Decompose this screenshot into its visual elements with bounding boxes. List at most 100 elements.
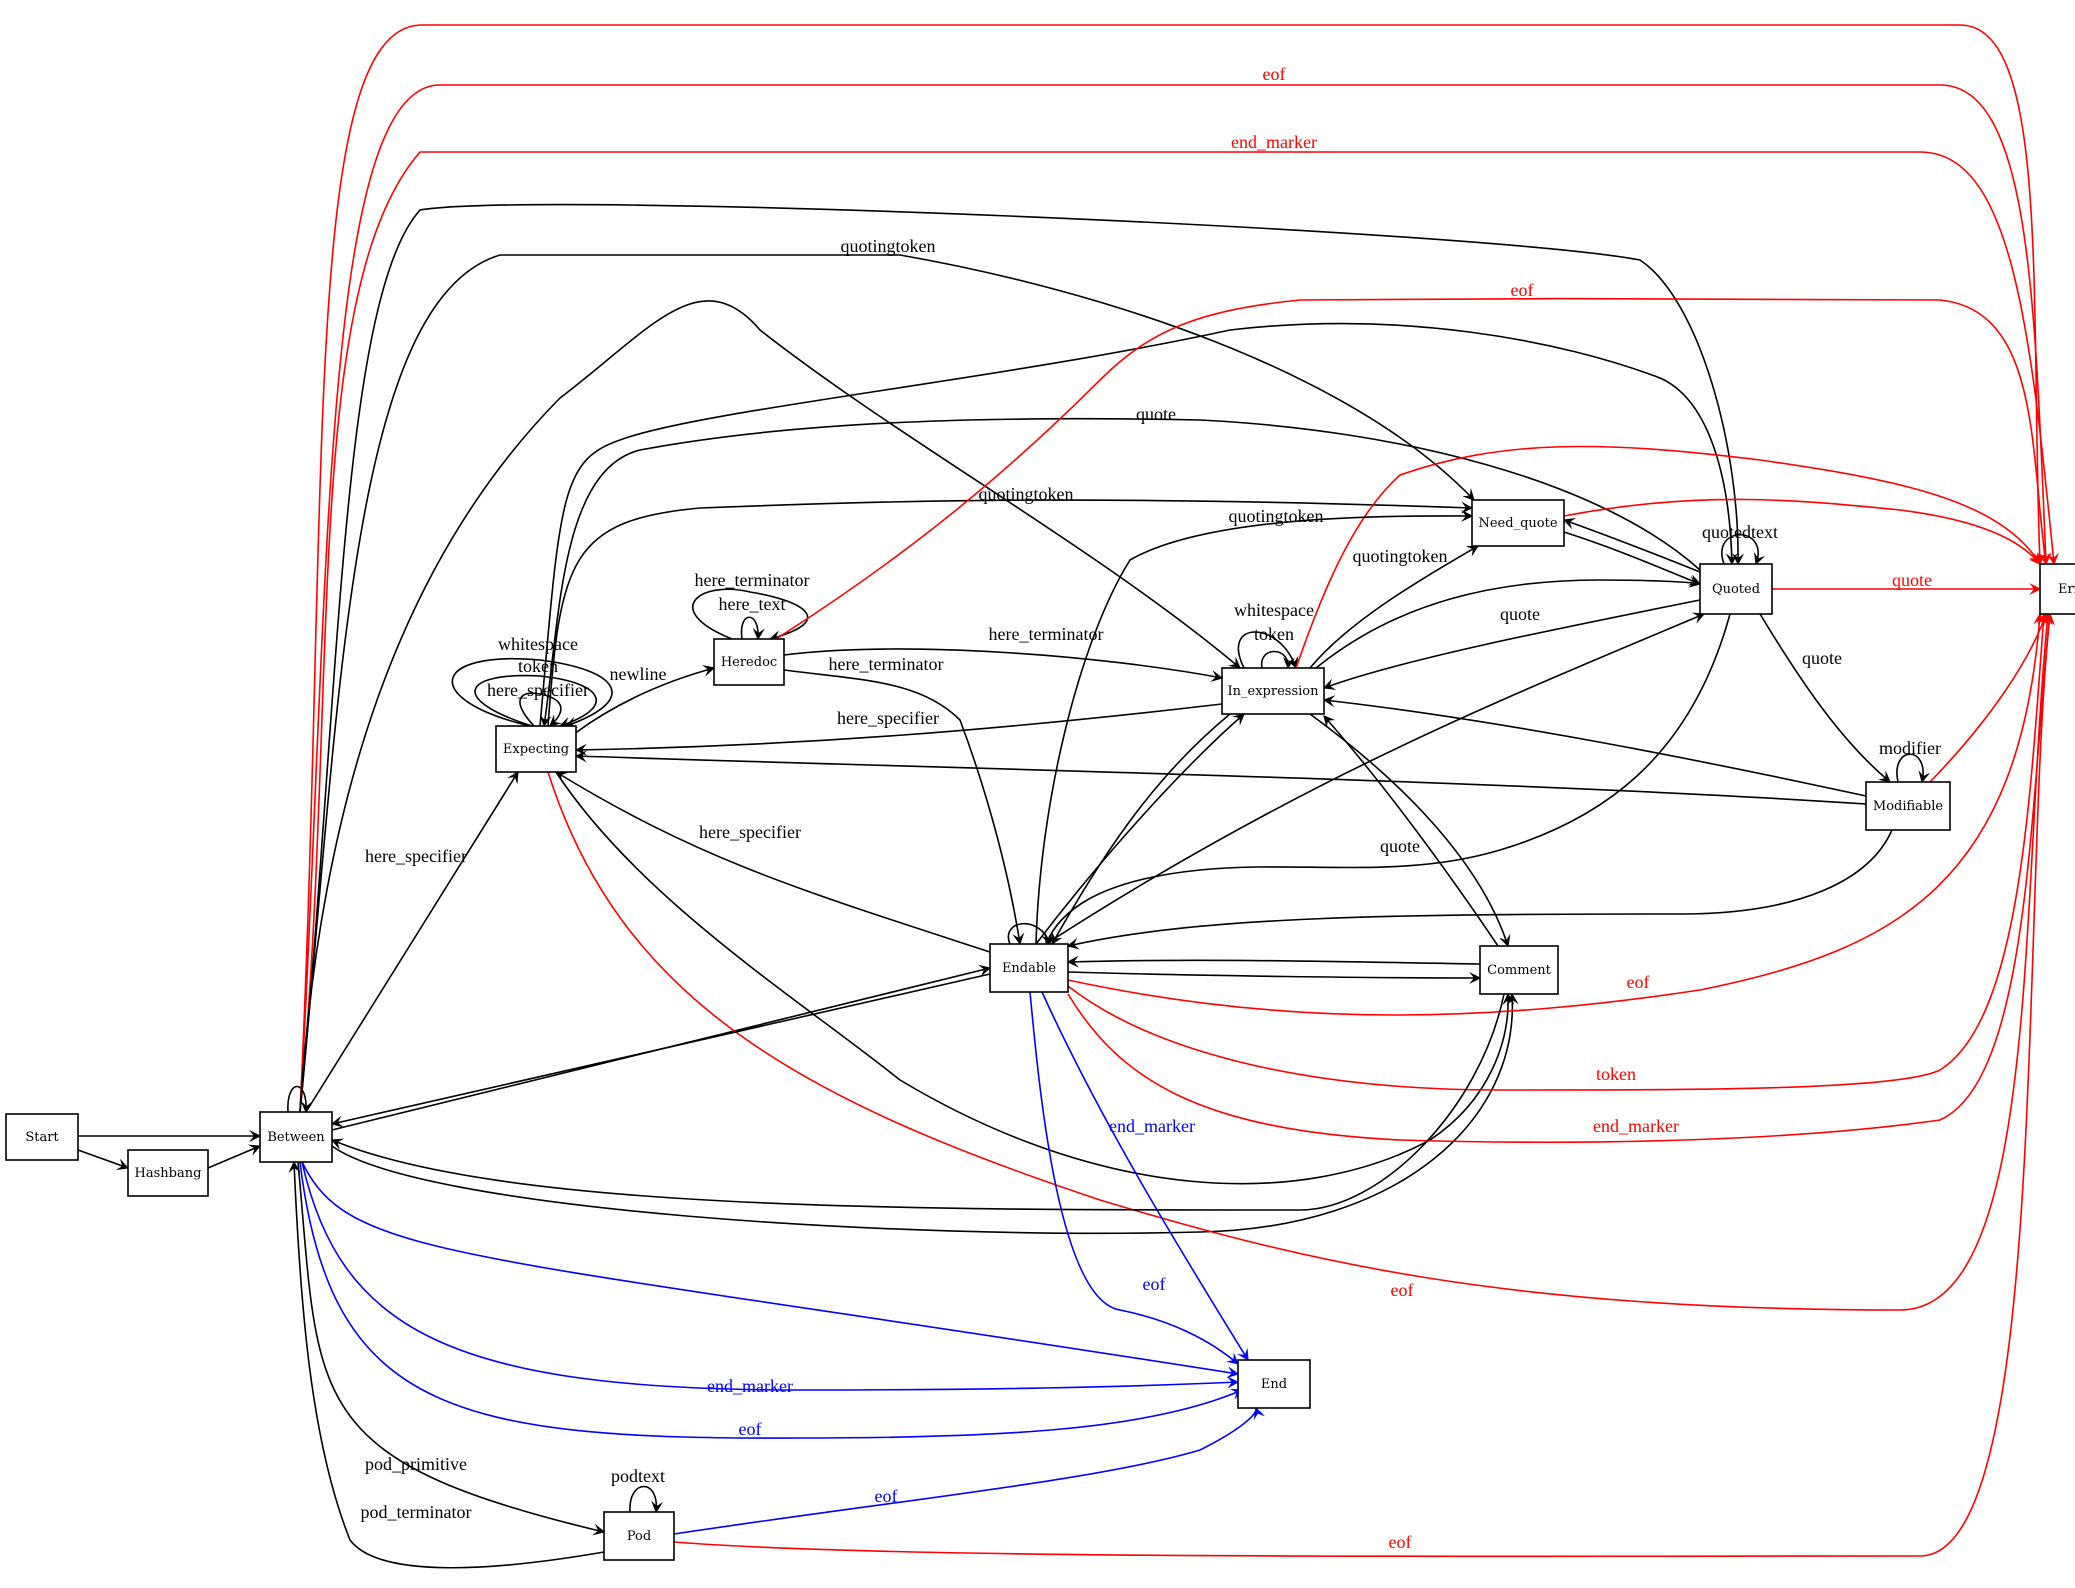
edge-path xyxy=(301,1161,1240,1391)
edge-heredoc-self-text xyxy=(740,616,765,641)
node-pod: Pod xyxy=(603,1511,675,1561)
edge-pod-error xyxy=(673,612,2055,1558)
node-label: Between xyxy=(267,1130,325,1145)
edge-path xyxy=(775,297,2051,640)
edge-between-inexpr xyxy=(299,300,1241,1113)
node-box xyxy=(989,943,1069,993)
edge-path xyxy=(1563,531,1702,586)
edge-label: here_terminator xyxy=(989,624,1104,644)
node-box xyxy=(1237,1359,1311,1409)
edge-path xyxy=(207,1144,262,1169)
edge-path xyxy=(1066,829,1893,950)
node-label: Modifiable xyxy=(1873,799,1944,814)
edge-quoted-self xyxy=(1721,533,1766,566)
edge-label: here_specifier xyxy=(837,708,939,728)
edge-path xyxy=(287,1085,313,1114)
edge-path xyxy=(519,692,563,727)
edge-expecting-self-token xyxy=(474,674,597,729)
edge-label: quotingtoken xyxy=(979,484,1074,504)
edge-heredoc-self-term xyxy=(692,588,809,642)
nodes-layer: StartHashbangBetweenExpectingHeredocIn_e… xyxy=(5,499,2075,1561)
edge-heredoc-error xyxy=(775,297,2051,640)
node-box xyxy=(2039,563,2075,615)
edge-path xyxy=(740,616,765,641)
edge-label: here_terminator xyxy=(829,654,944,674)
node-in-expression: In_expression xyxy=(1221,667,1325,715)
edge-path xyxy=(451,658,613,729)
edge-inexpr-self-ws xyxy=(1237,631,1299,670)
edge-expecting-heredoc xyxy=(573,665,716,735)
node-box xyxy=(1221,667,1325,715)
edge-quoted-expecting xyxy=(539,417,1701,728)
edge-path xyxy=(1067,612,2046,1016)
edge-path xyxy=(1051,713,1231,946)
edge-heredoc-inexpr xyxy=(783,648,1224,682)
edge-path xyxy=(673,612,2055,1558)
node-label: Endable xyxy=(1002,961,1056,976)
edge-label: pod_terminator xyxy=(361,1502,472,1522)
node-modifiable: Modifiable xyxy=(1865,781,1951,831)
edge-path xyxy=(1237,631,1299,670)
edge-endable-error-eof xyxy=(1067,612,2046,1016)
edge-endable-self xyxy=(1007,922,1053,946)
edge-path xyxy=(629,1485,664,1514)
edge-label: newline xyxy=(610,664,667,684)
edge-label: eof xyxy=(1263,64,1286,84)
edge-label: eof xyxy=(1143,1274,1166,1294)
edge-between-expecting xyxy=(305,770,519,1113)
edge-path xyxy=(1029,991,1239,1365)
edge-endable-comment xyxy=(1067,971,1482,984)
edge-endable-expecting xyxy=(554,771,991,953)
edge-path xyxy=(1721,533,1766,566)
edge-path xyxy=(1067,971,1482,984)
node-endable: Endable xyxy=(989,943,1069,993)
node-box xyxy=(1699,563,1773,615)
edge-path xyxy=(1066,955,1481,968)
node-need-quote: Need_quote xyxy=(1471,499,1565,547)
edge-inexpr-self-token xyxy=(1261,650,1295,670)
edge-path xyxy=(299,300,1241,1113)
node-label: In_expression xyxy=(1228,684,1320,699)
edge-label: here_text xyxy=(719,594,786,614)
edge-label: here_specifier xyxy=(699,822,801,842)
edge-inexpr-needquote xyxy=(1309,545,1480,669)
edge-quoted-needquote xyxy=(1562,517,1701,573)
node-label: Need_quote xyxy=(1478,516,1557,531)
edge-path xyxy=(574,703,1223,756)
edge-needquote-quoted xyxy=(1563,531,1702,586)
edge-label: quotedtext xyxy=(1702,522,1778,542)
edge-label: quote xyxy=(1892,570,1932,590)
edge-modifiable-inexpr xyxy=(1322,695,1867,797)
edge-label: end_marker xyxy=(1231,132,1317,152)
edge-label: token xyxy=(1596,1064,1636,1084)
edge-pod-between xyxy=(288,1160,605,1569)
edge-label: modifier xyxy=(1879,738,1941,758)
edge-path xyxy=(1035,713,1245,945)
edge-endable-between xyxy=(330,973,991,1128)
edge-label: quote xyxy=(1802,648,1842,668)
edge-path xyxy=(331,992,1519,1235)
edge-needquote-error xyxy=(1563,498,2041,565)
edge-label: podtext xyxy=(611,1466,665,1486)
edge-label: pod_primitive xyxy=(365,1454,467,1474)
edge-label: whitespace xyxy=(498,634,578,654)
edges-layer xyxy=(77,24,2059,1569)
edge-path xyxy=(299,203,1745,1113)
edge-path xyxy=(1322,599,1701,690)
edge-start-hashbang xyxy=(77,1149,130,1170)
edge-path xyxy=(783,648,1224,682)
edge-label: eof xyxy=(1627,972,1650,992)
edge-path xyxy=(1044,613,1731,946)
edge-expecting-quoted-a xyxy=(539,322,1738,727)
edge-pod-self xyxy=(629,1485,664,1514)
edge-path xyxy=(299,24,2046,1113)
edge-label: whitespace xyxy=(1234,600,1314,620)
edge-path xyxy=(692,588,809,642)
edge-label: here_terminator xyxy=(695,570,810,590)
edge-between-self xyxy=(287,1085,313,1114)
edge-modifiable-endable xyxy=(1066,829,1893,950)
edge-label: quotingtoken xyxy=(1353,546,1448,566)
edge-heredoc-endable xyxy=(783,669,1025,946)
node-box xyxy=(127,1149,209,1197)
edge-path xyxy=(1007,922,1053,946)
